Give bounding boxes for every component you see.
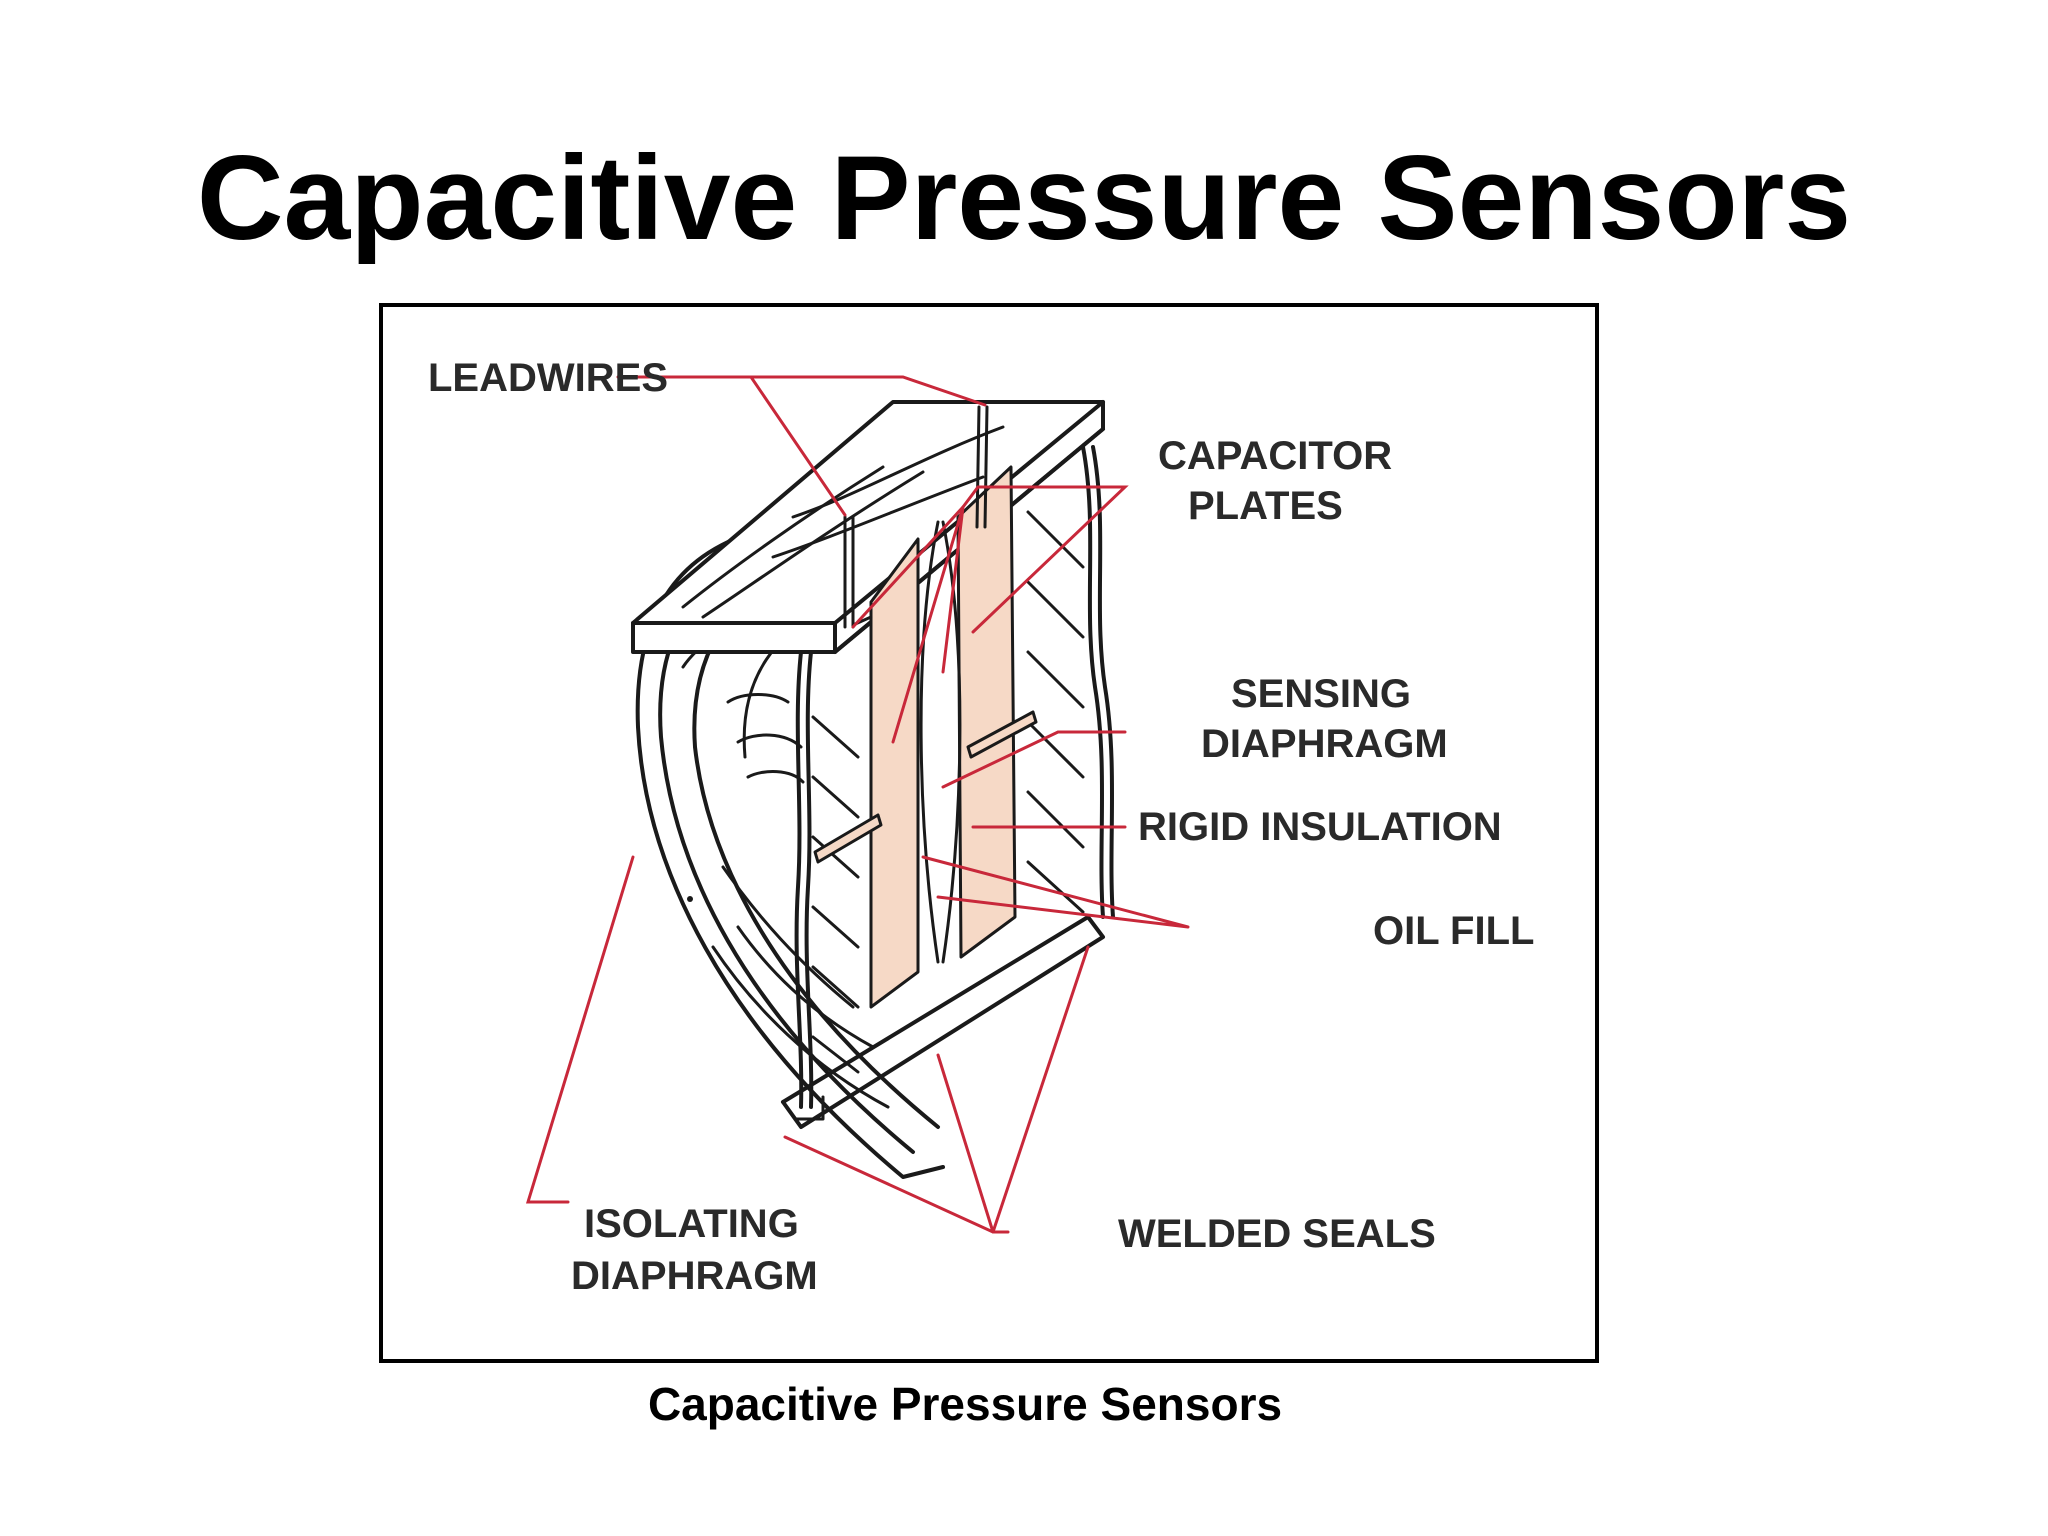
leader-isolating-diaphragm [525, 855, 635, 1204]
label-capacitor-plates-line1: CAPACITOR [1158, 434, 1392, 478]
diagram-frame: LEADWIRES CAPACITOR PLATES SENSING DIAPH… [379, 303, 1599, 1363]
leader-leadwires [616, 375, 987, 517]
sensor-drawing [631, 400, 1115, 1179]
leader-oil-fill [921, 855, 1190, 929]
label-capacitor-plates-line2: PLATES [1188, 484, 1343, 528]
sensor-cutaway-diagram: LEADWIRES CAPACITOR PLATES SENSING DIAPH… [428, 356, 1534, 1298]
capacitor-plates [869, 465, 1017, 1009]
leader-capacitor-plates-main [961, 485, 1129, 634]
leader-sensing-diaphragm [941, 730, 1127, 789]
label-rigid-insulation: RIGID INSULATION [1138, 805, 1502, 849]
figure-caption: Capacitive Pressure Sensors [647, 1378, 1283, 1430]
insulation-rods [813, 710, 1038, 864]
label-isolating-diaphragm-line2: DIAPHRAGM [571, 1254, 818, 1298]
slide-title: Capacitive Pressure Sensors [196, 131, 1852, 265]
leader-capacitor-plates [851, 505, 965, 744]
label-oil-fill: OIL FILL [1373, 909, 1534, 953]
leader-lines [525, 375, 1190, 1234]
label-sensing-diaphragm-line1: SENSING [1231, 672, 1411, 716]
cutaway-body [781, 445, 1115, 1129]
leadwires-shape [843, 405, 989, 629]
label-isolating-diaphragm-line1: ISOLATING [584, 1202, 799, 1246]
label-sensing-diaphragm-line2: DIAPHRAGM [1201, 722, 1448, 766]
label-leadwires: LEADWIRES [428, 356, 668, 400]
label-welded-seals: WELDED SEALS [1118, 1212, 1436, 1256]
sensing-diaphragm-shape [919, 520, 962, 964]
callout-labels: LEADWIRES CAPACITOR PLATES SENSING DIAPH… [428, 356, 1534, 1298]
top-slab [631, 400, 1105, 654]
leader-welded-seals [783, 945, 1090, 1234]
